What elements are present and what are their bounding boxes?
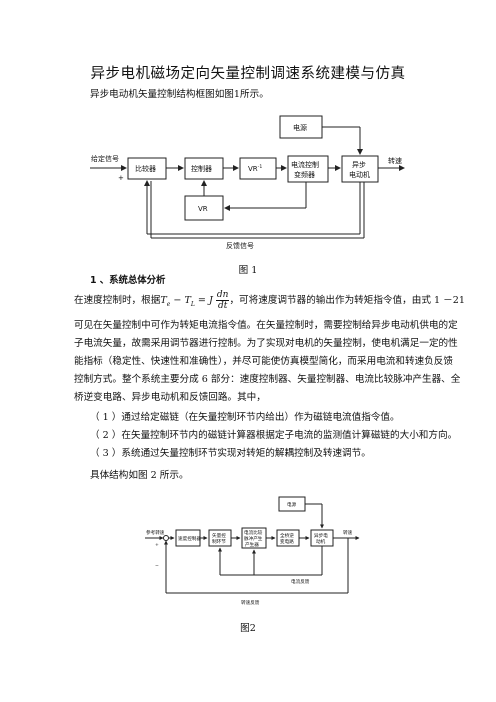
figure-1-block-diagram: 给定信号 + 比较器 控制器 VR-1 电流控制 变频器 异步 电动机 转速 电…	[90, 115, 405, 250]
fig2-speed-feedback-label: 转速反馈	[241, 599, 260, 606]
fig2-pulse-line3: 产生器	[245, 541, 259, 548]
list-item-1: （ 1 ）通过给定磁链（在矢量控制环节内给出）作为磁链电流值指令值。	[90, 412, 400, 423]
paragraph-line-4: 能指标（稳定性、快速性和准确性），并尽可能使仿真模型简化，而采用电流和转速负反馈	[74, 356, 453, 367]
fig2-speed-controller-label: 速度控制器	[178, 535, 201, 542]
fig1-vr-label: VR	[198, 205, 208, 213]
fig2-intro-text: 具体结构如图 2 所示。	[90, 470, 189, 481]
fig2-power-label: 电源	[287, 501, 297, 508]
figure-2-block-diagram: 参考转速 + − 速度控制器 矢量控 制环节 电流比较 脉冲产生 产生器 全桥逆…	[145, 496, 360, 606]
fig1-block-vr	[184, 195, 224, 221]
fig1-power-label: 电源	[293, 123, 307, 132]
fig2-summing-junction	[163, 535, 169, 541]
fig1-motor-line1: 异步	[352, 161, 366, 169]
fig2-pulse-line2: 脉冲产生	[244, 535, 263, 542]
fig1-vr-inverse-label: VR-1	[248, 164, 262, 173]
paragraph-line-3: 子电流矢量，故需采用调节器进行控制。为了实现对电机的矢量控制，使电机满足一定的性	[74, 338, 458, 349]
fig1-controller-label: 控制器	[191, 164, 212, 173]
fig1-feedback-label: 反馈信号	[226, 241, 254, 250]
fig2-output-label: 转速	[343, 529, 353, 536]
fig2-input-label: 参考转速	[146, 529, 165, 536]
fig1-output-label: 转速	[388, 156, 402, 165]
fig1-plus-sign: +	[118, 174, 124, 182]
list-item-3: （ 3 ）系统通过矢量控制环节实现对转矩的解耦控制及转速调节。	[90, 448, 371, 459]
fig1-current-ctrl-line2: 变频器	[294, 170, 315, 179]
fig1-comparator-label: 比较器	[135, 164, 156, 173]
fig1-current-ctrl-line1: 电流控制	[291, 160, 319, 169]
fig2-vector-control-line1: 矢量控	[212, 532, 226, 539]
paragraph-line-5: 控制方式。整个系统主要分成 6 部分：速度控制器、矢量控制器、电流比较脉冲产生器…	[74, 374, 461, 385]
fig2-pulse-line1: 电流比较	[244, 529, 263, 536]
fig1-motor-line2: 电动机	[349, 170, 370, 179]
fig1-input-label: 给定信号	[91, 154, 119, 163]
list-item-2: （ 2 ）在矢量控制环节内的磁链计算器根据定子电流的监测值计算磁链的大小和方向。	[90, 430, 458, 441]
figure-2-caption: 图2	[240, 623, 256, 634]
fig2-plus-sign: +	[155, 542, 159, 548]
paragraph-line-2: 可见在矢量控制中可作为转矩电流指令值。在矢量控制时，需要控制给异步电动机供电的定	[74, 320, 458, 331]
fig2-motor-line1: 异步电	[314, 532, 328, 539]
page-title: 异步电机磁场定向矢量控制调速系统建模与仿真	[90, 66, 406, 82]
fig2-minus-sign: −	[155, 564, 159, 569]
paragraph-line-6: 桥逆变电路、异步电动机和反馈回路。其中，	[74, 392, 266, 403]
fig2-inverter-line2: 变电路	[280, 538, 294, 545]
fig2-current-feedback-label: 电流反馈	[291, 578, 310, 585]
equation: Te − TL = J	[160, 295, 213, 308]
fig2-inverter-line1: 全桥逆	[280, 532, 294, 539]
fig2-vector-control-line2: 制环节	[212, 538, 226, 545]
figure-1-caption: 图 1	[238, 265, 258, 276]
intro-text: 异步电动机矢量控制结构框图如图1所示。	[90, 89, 269, 100]
section-1-heading: 1 、系统总体分析	[90, 275, 166, 286]
fig2-motor-line2: 动机	[316, 538, 326, 545]
fig1-block-current-inverter	[287, 155, 329, 183]
